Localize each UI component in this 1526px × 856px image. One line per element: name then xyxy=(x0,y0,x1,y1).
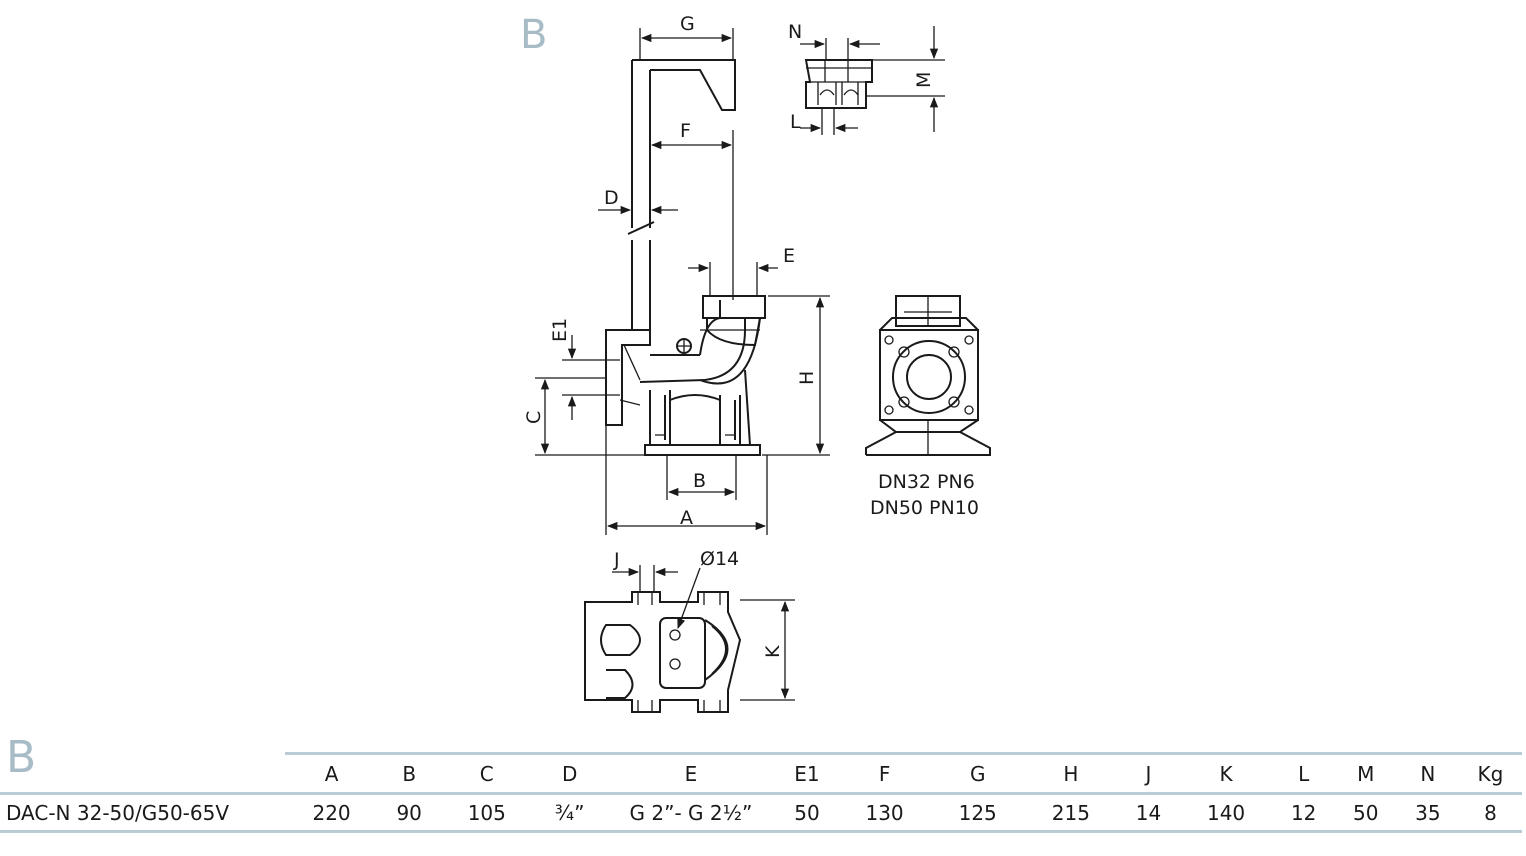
flange-note-line-1: DN32 PN6 xyxy=(878,471,975,493)
label-l: L xyxy=(790,111,801,133)
header-j: J xyxy=(1117,752,1180,795)
dim-m: M xyxy=(866,26,945,132)
cell-d: ¾” xyxy=(533,793,606,833)
clamp-detail-view xyxy=(804,59,873,109)
cell-e1: 50 xyxy=(775,793,838,833)
header-blank xyxy=(0,753,285,795)
cell-n: 35 xyxy=(1396,793,1459,833)
side-view xyxy=(605,59,766,456)
label-j: J xyxy=(613,549,620,571)
header-m: M xyxy=(1334,752,1397,795)
cell-g: 125 xyxy=(931,793,1025,833)
cell-l: 12 xyxy=(1272,793,1335,833)
cell-m: 50 xyxy=(1334,793,1397,833)
label-b: B xyxy=(693,470,706,492)
cell-h: 215 xyxy=(1024,793,1118,833)
label-k: K xyxy=(762,645,784,658)
header-n: N xyxy=(1396,752,1459,795)
header-c: C xyxy=(440,752,534,795)
dim-dia: Ø14 xyxy=(677,548,739,629)
dim-d: D xyxy=(598,187,678,215)
header-d: D xyxy=(533,752,606,795)
cell-kg: 8 xyxy=(1458,793,1522,833)
label-c: C xyxy=(523,411,545,424)
dim-l: L xyxy=(790,108,858,135)
header-kg: Kg xyxy=(1458,752,1522,795)
header-e1: E1 xyxy=(775,752,838,795)
dim-j: J xyxy=(612,549,678,592)
cell-c: 105 xyxy=(440,793,534,833)
label-h: H xyxy=(796,371,818,385)
table-header-row: A B C D E E1 F G H J K L M N Kg xyxy=(0,752,1522,795)
cell-k: 140 xyxy=(1179,793,1273,833)
label-n: N xyxy=(788,21,802,43)
label-m: M xyxy=(913,72,935,88)
cell-b: 90 xyxy=(378,793,441,833)
dim-f: F xyxy=(649,120,734,300)
plan-view xyxy=(584,591,742,713)
cell-e: G 2”- G 2½” xyxy=(605,793,776,833)
label-f: F xyxy=(680,120,691,142)
dim-k: K xyxy=(740,599,795,701)
front-view xyxy=(865,295,991,456)
drawing-section-letter: B xyxy=(520,12,547,58)
label-dia: Ø14 xyxy=(700,548,739,570)
header-g: G xyxy=(931,752,1025,795)
header-e: E xyxy=(605,752,776,795)
label-e: E xyxy=(783,245,795,267)
header-f: F xyxy=(838,752,932,795)
dim-c: C xyxy=(523,377,645,456)
dim-h: H xyxy=(762,295,830,456)
dim-b: B xyxy=(666,455,737,500)
dim-e1: E1 xyxy=(549,318,620,420)
cell-j: 14 xyxy=(1117,793,1180,833)
table-row: DAC-N 32-50/G50-65V 220 90 105 ¾” G 2”- … xyxy=(0,793,1522,833)
technical-drawing: B G F xyxy=(520,12,991,713)
header-a: A xyxy=(285,752,379,795)
dimensions-table: A B C D E E1 F G H J K L M N Kg DAC-N 32… xyxy=(0,752,1522,833)
label-g: G xyxy=(680,13,695,35)
dim-n: N xyxy=(788,21,880,60)
label-e1: E1 xyxy=(549,318,571,342)
dim-e: E xyxy=(688,245,795,296)
label-d: D xyxy=(604,187,619,209)
label-a: A xyxy=(680,507,693,529)
header-h: H xyxy=(1024,752,1118,795)
flange-note-line-2: DN50 PN10 xyxy=(870,497,979,519)
dim-g: G xyxy=(639,13,734,60)
header-k: K xyxy=(1179,752,1273,795)
header-l: L xyxy=(1272,752,1335,795)
dim-a: A xyxy=(605,425,768,535)
cell-model: DAC-N 32-50/G50-65V xyxy=(0,793,285,833)
cell-a: 220 xyxy=(285,793,379,833)
header-b: B xyxy=(378,752,441,795)
cell-f: 130 xyxy=(838,793,932,833)
